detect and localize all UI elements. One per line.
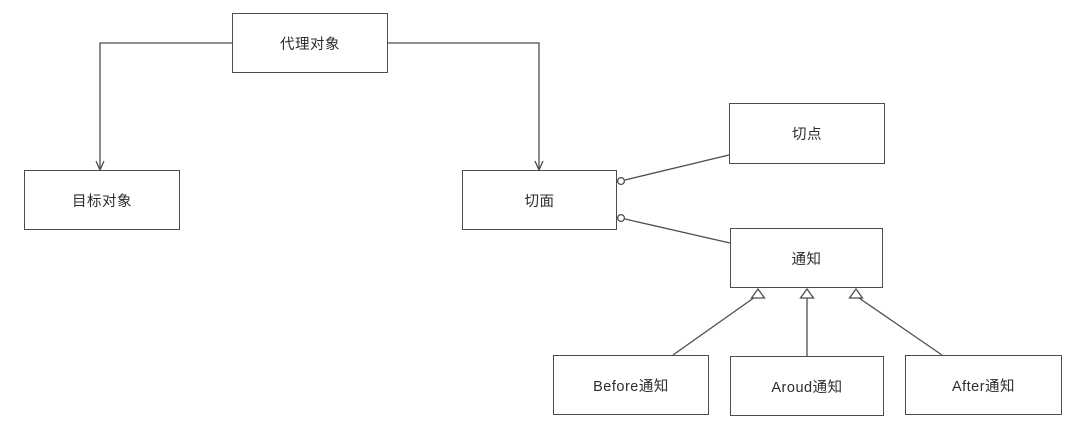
edge-before-to-advice — [672, 296, 756, 356]
edge-aspect-to-pointcut — [624, 154, 730, 181]
edge-proxy-to-aspect — [388, 42, 540, 169]
node-proxy-object-label: 代理对象 — [280, 36, 340, 53]
node-aspect-label: 切面 — [524, 193, 555, 210]
node-around-advice: Aroud通知 — [730, 356, 884, 416]
edge-aspect-to-advice — [624, 218, 731, 244]
node-around-advice-label: Aroud通知 — [771, 379, 843, 396]
generalization-triangle-after-icon — [848, 287, 864, 299]
node-target-object-label: 目标对象 — [72, 193, 132, 210]
node-after-advice-label: After通知 — [951, 378, 1016, 395]
node-pointcut-label: 切点 — [792, 127, 822, 143]
generalization-triangle-before-icon — [750, 287, 766, 299]
node-proxy-object: 代理对象 — [232, 13, 388, 73]
edge-proxy-to-target — [99, 42, 232, 169]
node-target-object: 目标对象 — [24, 170, 180, 230]
node-pointcut: 切点 — [729, 103, 885, 164]
circle-end-pointcut-icon — [616, 176, 626, 186]
node-advice-label: 通知 — [791, 251, 822, 268]
edge-after-to-advice — [858, 297, 943, 356]
node-before-advice: Before通知 — [553, 355, 709, 415]
node-after-advice: After通知 — [905, 355, 1062, 415]
circle-end-advice-icon — [616, 213, 626, 223]
generalization-triangle-around-icon — [799, 287, 815, 299]
node-advice: 通知 — [730, 228, 883, 288]
node-aspect: 切面 — [462, 170, 617, 230]
node-before-advice-label: Before通知 — [593, 378, 669, 395]
